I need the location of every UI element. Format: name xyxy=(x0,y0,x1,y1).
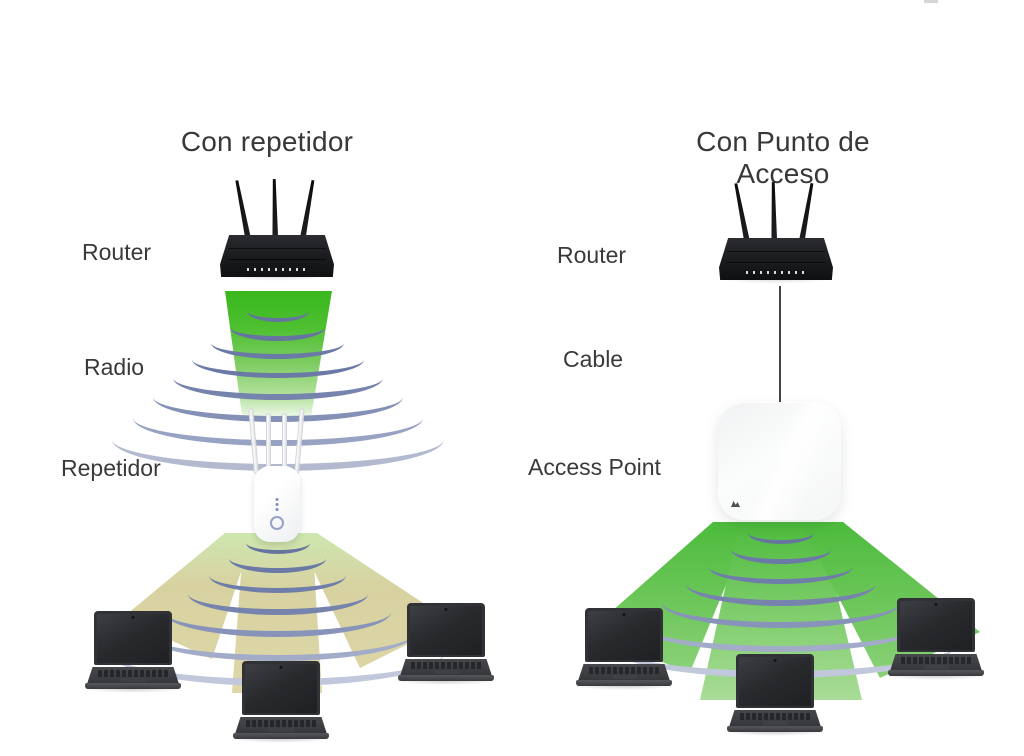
laptop-screen xyxy=(94,611,172,665)
laptop-keys xyxy=(901,657,971,664)
laptop-icon xyxy=(393,603,499,685)
laptop-icon xyxy=(571,608,677,690)
laptop-base xyxy=(727,726,823,732)
repeater-led xyxy=(275,508,279,511)
label-radio: Radio xyxy=(84,354,145,380)
laptop-screen xyxy=(736,654,814,708)
label-repeater: Repetidor xyxy=(61,455,161,481)
router-ridge xyxy=(726,251,825,253)
label-access-point: Access Point xyxy=(528,454,661,480)
laptop-camera xyxy=(279,666,283,669)
laptop-keyboard xyxy=(729,710,821,727)
ethernet-cable xyxy=(779,286,781,404)
laptop-keyboard xyxy=(578,664,670,681)
right-panel-title: Con Punto de Acceso xyxy=(696,126,870,189)
stray-mark xyxy=(924,0,938,3)
laptop-keys xyxy=(411,662,481,669)
label-router-right: Router xyxy=(557,242,627,268)
laptop-icon xyxy=(228,661,334,743)
laptop-camera xyxy=(934,603,938,606)
router-ridge xyxy=(726,262,825,264)
laptop-base xyxy=(233,733,329,739)
laptop-icon xyxy=(80,611,186,693)
laptop-touchpad xyxy=(612,675,637,679)
laptop-screen xyxy=(585,608,663,662)
laptop-icon xyxy=(883,598,989,680)
laptop-screen xyxy=(242,661,320,715)
laptop-keys xyxy=(740,713,810,720)
laptop-camera xyxy=(444,608,448,611)
repeater-icon xyxy=(248,406,305,542)
laptop-keys xyxy=(246,720,316,727)
laptop-touchpad xyxy=(434,670,459,674)
router-led-row xyxy=(746,271,806,274)
laptop-touchpad xyxy=(924,665,949,669)
laptop-keyboard xyxy=(87,667,179,684)
router-ridge xyxy=(227,259,326,261)
repeater-antenna xyxy=(266,413,271,473)
label-router-left: Router xyxy=(82,239,152,265)
repeater-antenna xyxy=(294,408,305,475)
router-ridge xyxy=(227,248,326,250)
label-cable: Cable xyxy=(563,346,624,372)
laptop-keys xyxy=(589,667,659,674)
access-point-icon xyxy=(718,402,841,520)
laptop-camera xyxy=(622,613,626,616)
laptop-camera xyxy=(773,659,777,662)
left-panel-title: Con repetidor xyxy=(180,126,354,157)
laptop-base xyxy=(888,670,984,676)
router-body xyxy=(719,238,833,280)
router-led-row xyxy=(247,268,307,271)
repeater-antenna xyxy=(282,413,287,473)
repeater-wps-button xyxy=(270,516,284,530)
laptop-base xyxy=(85,683,181,689)
router-icon xyxy=(719,186,833,292)
repeater-led xyxy=(275,498,279,501)
laptop-keys xyxy=(98,670,168,677)
laptop-keyboard xyxy=(235,717,327,734)
laptop-keyboard xyxy=(400,659,492,676)
router-icon xyxy=(220,183,334,289)
laptop-touchpad xyxy=(121,678,146,682)
repeater-antenna xyxy=(248,408,259,475)
laptop-camera xyxy=(131,616,135,619)
repeater-body xyxy=(254,466,300,542)
laptop-screen xyxy=(407,603,485,657)
laptop-screen xyxy=(897,598,975,652)
laptop-base xyxy=(398,675,494,681)
laptop-keyboard xyxy=(890,654,982,671)
laptop-touchpad xyxy=(763,721,788,725)
laptop-base xyxy=(576,680,672,686)
access-point-sheen xyxy=(718,402,841,520)
router-body xyxy=(220,235,334,277)
laptop-touchpad xyxy=(269,728,294,732)
repeater-led xyxy=(275,503,279,506)
laptop-icon xyxy=(722,654,828,736)
